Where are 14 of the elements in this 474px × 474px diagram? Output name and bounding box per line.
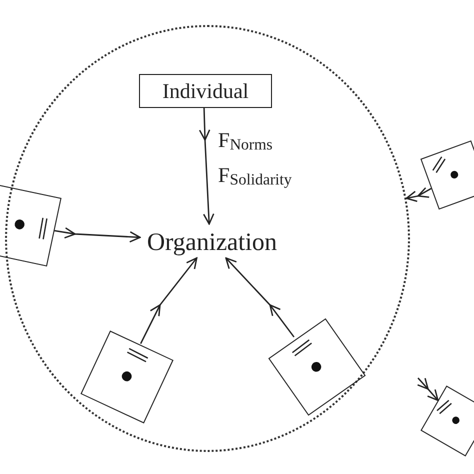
square-box <box>268 318 366 416</box>
arrow <box>199 106 214 225</box>
name-box: Individual <box>139 74 272 108</box>
arrow <box>225 257 295 338</box>
force-label: F$_{Solidarity}$ <box>218 163 292 190</box>
square-box <box>420 140 474 210</box>
node-label: Organization <box>142 226 282 260</box>
arrow <box>417 378 439 401</box>
square-box <box>80 330 174 424</box>
arrow <box>406 187 432 202</box>
square-box <box>0 184 62 266</box>
arrow <box>54 227 141 242</box>
square-box <box>420 385 474 457</box>
arrow <box>140 257 198 344</box>
